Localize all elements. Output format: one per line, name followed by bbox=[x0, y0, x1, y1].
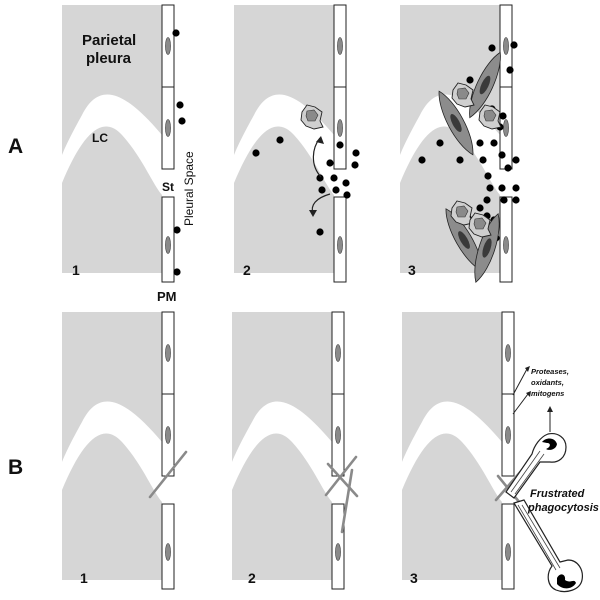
particle bbox=[506, 66, 514, 74]
particle bbox=[498, 184, 506, 192]
particle bbox=[418, 156, 426, 164]
mediator-arrows bbox=[512, 368, 551, 432]
stoma-label: St bbox=[162, 180, 174, 194]
phagocytosis-label: phagocytosis bbox=[527, 502, 599, 514]
particle bbox=[316, 228, 324, 236]
particle bbox=[490, 139, 498, 147]
panel-number-b2: 2 bbox=[248, 570, 256, 586]
panel-number-a1: 1 bbox=[72, 262, 80, 278]
mediators-line3: mitogens bbox=[531, 389, 564, 398]
panel-b3 bbox=[402, 311, 515, 590]
particle bbox=[488, 44, 496, 52]
particle bbox=[332, 186, 340, 194]
row-label-b: B bbox=[8, 456, 23, 479]
particle bbox=[351, 161, 359, 169]
particle bbox=[276, 136, 284, 144]
particle bbox=[330, 174, 338, 182]
particle bbox=[172, 29, 180, 37]
panel-b1 bbox=[62, 311, 175, 590]
particle bbox=[173, 226, 181, 234]
parietal-label: Parietal bbox=[82, 32, 136, 49]
particle bbox=[512, 156, 520, 164]
panel-a2 bbox=[234, 4, 347, 283]
particle bbox=[499, 112, 507, 120]
panel-number-b1: 1 bbox=[80, 570, 88, 586]
frustrated-macrophage-lower bbox=[513, 499, 583, 593]
particle bbox=[352, 149, 360, 157]
panel-number-a3: 3 bbox=[408, 262, 416, 278]
particle bbox=[486, 184, 494, 192]
particle bbox=[343, 191, 351, 199]
frustrated-macrophage-upper bbox=[505, 433, 567, 499]
mediators-line1: Proteases, bbox=[531, 367, 569, 376]
particle bbox=[436, 139, 444, 147]
frustrated-label: Frustrated bbox=[530, 488, 585, 500]
particle bbox=[318, 186, 326, 194]
particle bbox=[510, 41, 518, 49]
particle bbox=[483, 196, 491, 204]
mediators-line2: oxidants, bbox=[531, 378, 564, 387]
particle bbox=[252, 149, 260, 157]
particle bbox=[456, 156, 464, 164]
particle bbox=[512, 184, 520, 192]
particle bbox=[316, 174, 324, 182]
particle bbox=[484, 172, 492, 180]
particle bbox=[173, 268, 181, 276]
particle bbox=[178, 117, 186, 125]
pm-label: PM bbox=[157, 289, 177, 304]
panel-b2 bbox=[232, 311, 345, 590]
particle bbox=[479, 156, 487, 164]
particle bbox=[504, 164, 512, 172]
panel-number-a2: 2 bbox=[243, 262, 251, 278]
particle bbox=[476, 139, 484, 147]
fibers-b1 bbox=[148, 450, 188, 499]
particle bbox=[176, 101, 184, 109]
particle bbox=[342, 179, 350, 187]
pleural-space-label: Pleural Space bbox=[182, 151, 196, 226]
pleura-label: pleura bbox=[86, 50, 132, 67]
fibers-b2 bbox=[324, 455, 359, 534]
panel-number-b3: 3 bbox=[410, 570, 418, 586]
row-label-a: A bbox=[8, 135, 23, 158]
particle bbox=[336, 141, 344, 149]
particle bbox=[476, 204, 484, 212]
particle bbox=[466, 76, 474, 84]
particle bbox=[498, 151, 506, 159]
lc-label: LC bbox=[92, 131, 108, 145]
particle bbox=[500, 196, 508, 204]
particle bbox=[326, 159, 334, 167]
particle bbox=[512, 196, 520, 204]
